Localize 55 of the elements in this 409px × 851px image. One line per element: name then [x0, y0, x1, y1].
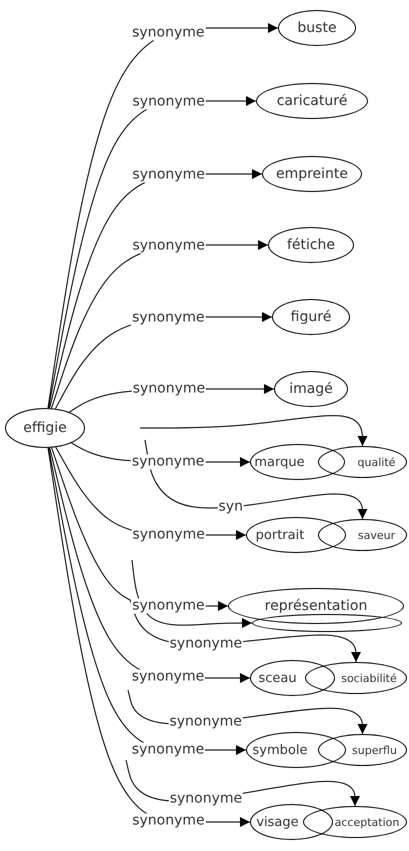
edge-label: synonyme [132, 382, 206, 397]
word-label: symbole [252, 742, 308, 758]
arrow [132, 560, 252, 628]
arrow [48, 23, 278, 409]
edge-label: synonyme [130, 742, 206, 758]
word-label: imagé [289, 381, 333, 397]
word-ellipse [246, 517, 346, 553]
edge-label: synonyme [131, 26, 206, 41]
edge-label: synonyme [130, 670, 206, 685]
word-ellipse [272, 299, 350, 335]
word-ellipse [250, 660, 335, 696]
word-ellipse [246, 732, 346, 768]
word-label: empreinte [276, 166, 348, 182]
word-ellipse [228, 588, 404, 624]
word-ellipse [303, 806, 407, 838]
edge-label: synonyme [131, 527, 206, 542]
arrow [140, 415, 368, 446]
word-ellipse [318, 446, 407, 478]
word-label: figuré [290, 309, 332, 325]
word-label: marque [254, 454, 305, 470]
word-ellipse [5, 408, 85, 448]
edge-label: synonyme [131, 238, 206, 254]
empty-ellipse [252, 614, 402, 632]
edge-label: synonyme [168, 636, 244, 652]
edge-label: synonyme [131, 168, 206, 183]
edge-label: synonyme [131, 814, 206, 829]
word-label: caricaturé [276, 93, 348, 109]
edge-label: synonyme [131, 94, 206, 110]
word-ellipse [318, 734, 407, 766]
word-label: visage [256, 814, 299, 830]
word-label: portrait [256, 528, 304, 542]
word-ellipse [250, 444, 345, 480]
word-label: buste [297, 20, 337, 36]
word-ellipse [256, 83, 368, 119]
word-ellipse [274, 371, 348, 407]
word-ellipse [262, 156, 362, 192]
word-label: saveur [358, 528, 396, 542]
word-ellipse [250, 804, 333, 840]
word-label: qualité [358, 456, 396, 468]
edge-label: syn [218, 500, 244, 515]
edge-label: synonyme [130, 454, 206, 470]
word-label: fétiche [286, 237, 336, 253]
word-label: acceptation [334, 816, 400, 828]
edge-label: synonyme [168, 714, 243, 730]
word-ellipse [268, 227, 354, 263]
word-label: représentation [264, 598, 368, 614]
edge-label: synonyme [131, 598, 206, 614]
word-ellipse [278, 10, 356, 46]
word-label: sceau [258, 670, 297, 686]
word-ellipse [318, 519, 407, 551]
word-label: sociabilité [341, 672, 397, 684]
word-label: effigie [23, 420, 67, 436]
word-ellipse [305, 662, 407, 694]
word-label: superflu [352, 744, 397, 756]
edge-label: synonyme [168, 791, 244, 806]
